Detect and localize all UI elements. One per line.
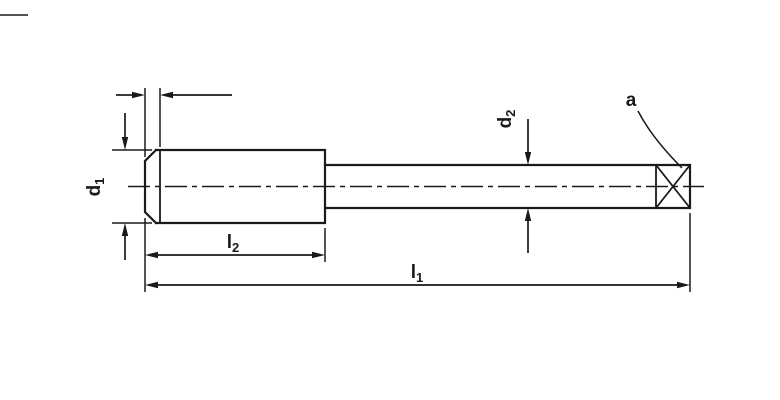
arrow-right-icon <box>312 251 325 259</box>
arrow-up-icon <box>121 223 129 236</box>
arrow-left-icon <box>145 251 158 259</box>
dimension-l1: l1 <box>145 213 691 292</box>
thread-section <box>143 148 327 225</box>
square-cross-hatch <box>655 164 691 209</box>
arrow-left-icon <box>160 91 173 99</box>
arrow-up-icon <box>524 208 532 221</box>
leader-line-a <box>637 110 683 169</box>
shank <box>323 163 692 210</box>
dimension-d1: d1 <box>84 113 152 260</box>
tap-body <box>143 148 692 225</box>
label-l1: l1 <box>411 262 424 285</box>
arrow-down-icon <box>524 152 532 165</box>
arrow-down-icon <box>121 137 129 150</box>
arrow-right-icon <box>677 281 690 289</box>
dimension-l2: l2 <box>144 218 326 292</box>
label-d2: d2 <box>495 110 518 129</box>
chamfer-dimension <box>116 88 232 157</box>
square-drive <box>655 164 691 209</box>
label-d1: d1 <box>84 178 107 197</box>
arrow-right-icon <box>132 91 145 99</box>
label-a: a <box>626 90 637 111</box>
arrow-left-icon <box>145 281 158 289</box>
label-l2: l2 <box>227 232 240 255</box>
callout-a: a <box>626 90 683 169</box>
dimension-d2: d2 <box>495 110 532 253</box>
